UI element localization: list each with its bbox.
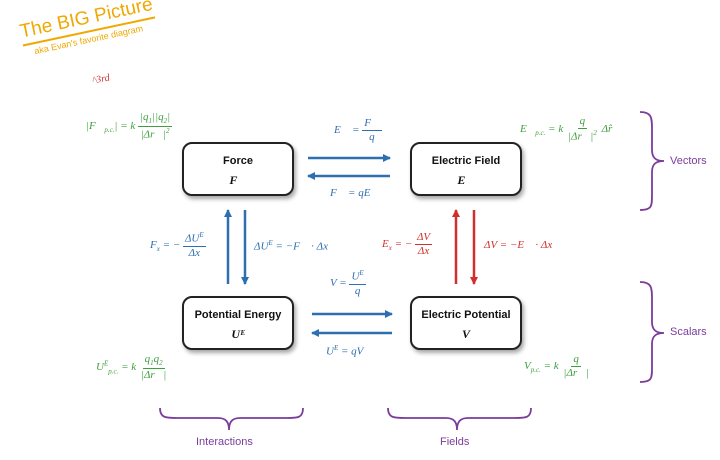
energy-from-force-formula: ΔUE = −F⃗ · Δx⃗ [254, 239, 337, 253]
potential-energy-box: Potential Energy Uᴱ [182, 296, 294, 350]
vectors-label: Vectors [670, 155, 707, 167]
potential-energy-symbol: Uᴱ [231, 327, 245, 341]
potential-energy-label: Potential Energy [194, 309, 282, 321]
point-charge-potential-formula: Vp.c. = k q|Δr⃗| [524, 353, 589, 379]
electric-potential-box: Electric Potential V [410, 296, 522, 350]
force-label: Force [223, 155, 253, 167]
electric-field-box: Electric Field E⃗ [410, 142, 522, 196]
scalars-label: Scalars [670, 326, 707, 338]
interactions-brace [159, 407, 304, 431]
force-box: Force F⃗ [182, 142, 294, 196]
fields-label: Fields [440, 436, 470, 448]
scalars-brace [639, 281, 665, 383]
vectors-brace [639, 111, 665, 211]
force-symbol: F⃗ [229, 173, 247, 187]
field-from-force-formula: E⃗ = F⃗q [334, 117, 382, 143]
coulomb-force-formula: |F⃗p.c.| = k |q1||q2||Δr⃗|2 [86, 111, 173, 141]
interactions-label: Interactions [196, 436, 253, 448]
electric-field-label: Electric Field [431, 155, 501, 167]
force-from-field-formula: F⃗ = qE⃗ [330, 187, 379, 199]
fields-brace [387, 407, 532, 431]
energy-from-potential-formula: UE = qV [326, 344, 364, 358]
potential-from-field-formula: ΔV = −E⃗ · Δx⃗ [484, 239, 561, 251]
electric-potential-symbol: V [461, 327, 470, 341]
electric-field-symbol: E⃗ [457, 173, 475, 187]
potential-energy-formula: UEp.c. = k q1q2|Δr⃗| [96, 353, 167, 382]
point-charge-field-formula: E⃗p.c. = k q|Δr⃗|2 Δr̂ [520, 115, 613, 143]
electric-potential-label: Electric Potential [421, 309, 511, 321]
